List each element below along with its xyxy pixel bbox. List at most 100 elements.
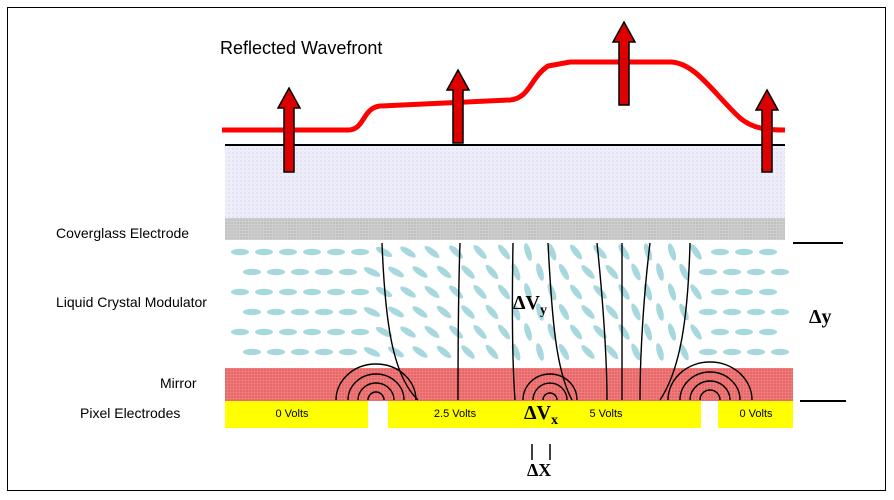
field-line [639,242,651,401]
delta-vy-main: ΔV [513,292,540,314]
field-line [659,242,691,401]
field-line [381,242,419,401]
lc-molecule [231,248,249,256]
lc-molecule [424,245,440,259]
lc-molecule [303,288,321,296]
lc-molecule [667,283,677,301]
field-line [596,242,608,401]
figure-frame [7,7,886,491]
lc-molecule [327,328,345,336]
mirror-label: Mirror [160,375,197,391]
field-line [511,242,516,401]
lc-molecule [536,343,544,361]
field-arc [667,361,753,401]
field-arc [335,363,417,401]
lc-molecule [497,284,511,300]
lc-molecule [388,266,404,278]
lc-molecule [759,328,777,336]
lc-molecule [771,308,789,316]
lc-molecule [643,243,653,261]
lc-molecule [511,343,521,361]
liquid-crystal-molecules [231,243,789,361]
electrode-3 [718,401,793,428]
coverglass-electrode-label: Coverglass Electrode [56,225,190,241]
lc-molecule [735,328,753,336]
lc-molecule [605,264,619,280]
delta-x-symbol: ΔX [527,460,552,480]
lc-molecule [424,325,440,339]
lc-molecule [291,308,309,316]
lc-molecule [303,328,321,336]
field-arc [347,373,405,401]
lc-molecule [473,285,487,299]
lc-molecule [327,288,345,296]
lc-molecule [631,343,641,361]
lc-molecule [667,243,677,261]
lc-molecule [656,303,664,321]
lc-molecule [436,265,452,279]
lc-molecule [679,303,689,321]
lc-molecule [747,348,765,356]
lc-molecule [303,248,321,256]
lc-molecule [461,345,475,359]
lc-molecule [747,268,765,276]
lc-molecule [679,343,689,361]
lc-molecule [723,268,741,276]
lc-molecule [643,283,653,301]
lc-molecule [485,304,499,320]
lc-molecule [735,248,753,256]
up-arrow [611,20,637,106]
lc-molecule [593,285,607,299]
lc-molecule [723,348,741,356]
lc-molecule [339,308,357,316]
field-arc [532,382,568,401]
electrode-2 [388,401,701,428]
lc-molecule [690,324,702,340]
lc-molecule [569,244,583,260]
lc-molecule [461,305,475,319]
lc-molecule [771,268,789,276]
lc-molecule [315,348,333,356]
up-arrow [445,68,471,144]
electrode-1 [225,401,368,428]
lc-molecule [711,328,729,336]
lc-molecule [400,246,416,258]
lc-molecule [558,303,570,321]
lc-molecule [547,283,557,301]
field-arc [689,380,731,401]
lc-molecule [375,326,393,338]
lc-molecule [400,286,416,298]
lc-molecule [631,263,641,281]
lc-molecule [375,246,393,258]
field-arc [542,392,558,401]
lc-molecule [711,248,729,256]
lc-molecule [279,248,297,256]
lc-molecule [461,265,475,279]
lc-molecule [267,348,285,356]
lc-molecule [255,328,273,336]
lc-molecule [448,245,464,259]
delta-vy-symbol: ΔVy [513,292,547,319]
lc-molecule [723,308,741,316]
lc-molecule [315,308,333,316]
lc-molecule [243,308,261,316]
field-arc [522,373,578,401]
lc-molecule [605,344,619,360]
lc-molecule [711,288,729,296]
lc-molecule [569,324,583,340]
lc-molecule [771,348,789,356]
lc-molecule [436,345,452,359]
lc-molecule [291,268,309,276]
lc-molecule [593,325,607,339]
lc-molecule [388,306,404,318]
field-arc [699,389,721,401]
lc-molecule [690,244,702,260]
lc-molecule [497,244,511,260]
up-arrow [754,88,780,173]
glass-substrate [225,145,785,218]
lc-molecule [412,266,428,278]
field-arc [679,371,741,401]
lc-molecule [618,284,630,300]
lc-molecule [267,308,285,316]
lc-molecule [631,303,641,321]
